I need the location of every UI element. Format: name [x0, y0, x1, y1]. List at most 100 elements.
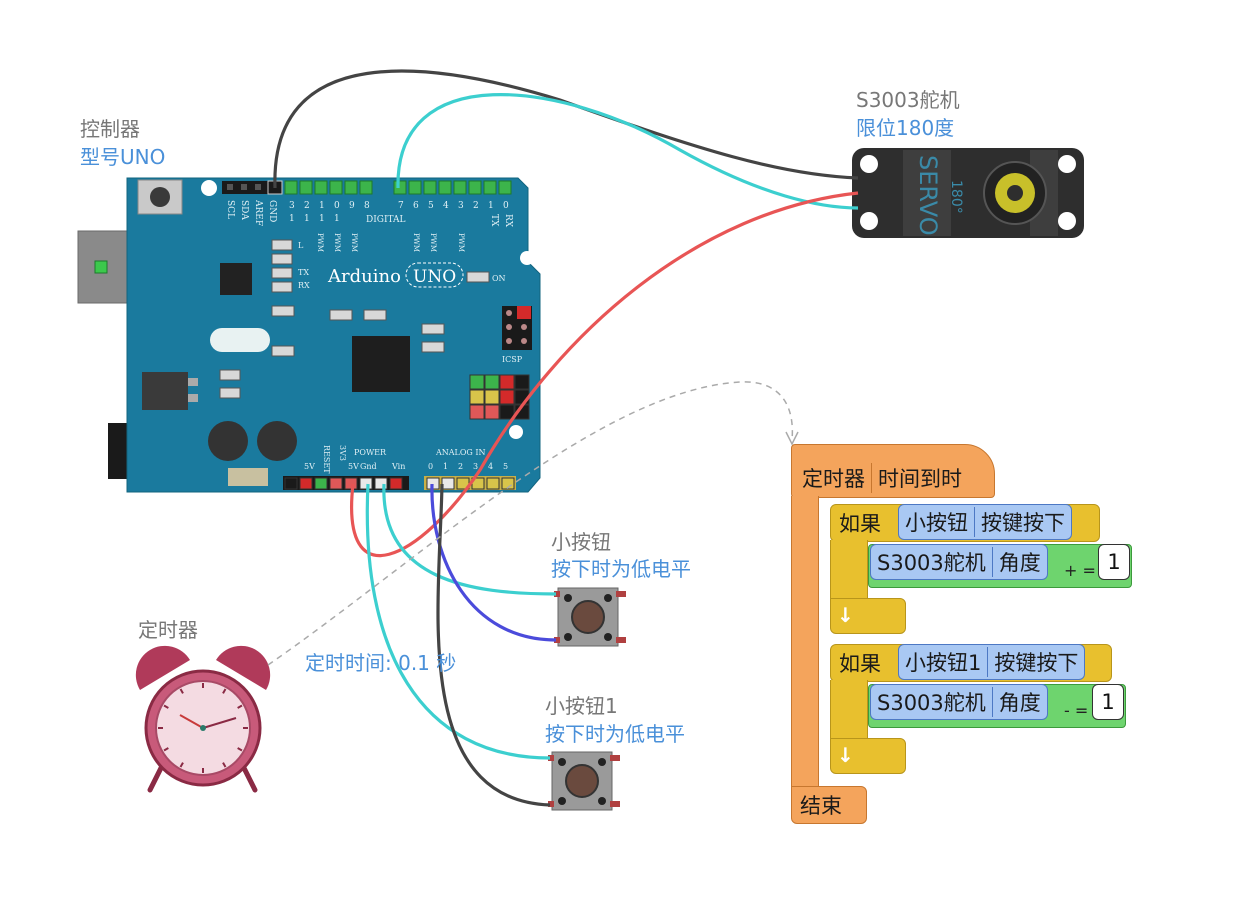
- digital-pin[interactable]: [329, 180, 343, 195]
- digital-pin[interactable]: [468, 180, 482, 195]
- digital-pin[interactable]: [299, 180, 313, 195]
- digital-pin[interactable]: [438, 180, 452, 195]
- assign-value-2[interactable]: 1: [1092, 684, 1124, 720]
- assign-target-2[interactable]: S3003舵机 角度: [870, 684, 1048, 720]
- pwm-label: PWM: [316, 233, 324, 252]
- digital-pin[interactable]: [344, 180, 358, 195]
- end-label: 结束: [800, 794, 842, 818]
- pin-number: 1: [488, 201, 494, 211]
- pin-label: TX: [489, 214, 499, 227]
- button2-desc: 按下时为低电平: [545, 722, 685, 746]
- assign-op-2: - =: [1064, 701, 1089, 720]
- power-pin-label: Vin: [391, 462, 405, 471]
- button1-desc: 按下时为低电平: [551, 557, 691, 581]
- digital-pin[interactable]: [483, 180, 497, 195]
- digital-pin[interactable]: [423, 180, 437, 195]
- pin-number: 8: [364, 201, 370, 211]
- servo-body-text: SERVO: [914, 155, 942, 236]
- pin-number: 3: [458, 201, 464, 211]
- digital-pin[interactable]: [359, 180, 373, 195]
- icsp-label: ICSP: [502, 355, 523, 364]
- condition-pill-2[interactable]: 小按钮1 按键按下: [898, 644, 1086, 680]
- controller-model: 型号UNO: [80, 145, 166, 169]
- assign-value-1[interactable]: 1: [1098, 544, 1130, 580]
- power-pin[interactable]: [344, 477, 358, 490]
- wire-cyan-button2[interactable]: [365, 483, 551, 760]
- pin-number: 6: [413, 201, 419, 211]
- assign-property-2: 角度: [991, 687, 1047, 717]
- power-pin-label: 5V: [348, 462, 359, 471]
- digital-label: DIGITAL: [366, 215, 406, 225]
- analog-pin[interactable]: [501, 477, 515, 490]
- digital-pin[interactable]: [314, 180, 328, 195]
- digital-pin[interactable]: [408, 180, 422, 195]
- assign-op-1: + =: [1064, 561, 1096, 580]
- board-brand: Arduino: [327, 266, 401, 287]
- wires: [273, 69, 859, 807]
- timer-title: 定时器: [138, 618, 198, 642]
- condition-state-1: 按键按下: [974, 507, 1071, 537]
- alarm-clock-icon[interactable]: [135, 645, 271, 793]
- if-end-2: ↓: [830, 738, 906, 774]
- event-source: 定时器: [802, 467, 865, 491]
- analog-pin[interactable]: [486, 477, 500, 490]
- servo-limit: 限位180度: [856, 116, 955, 140]
- button-1[interactable]: [554, 587, 626, 647]
- wire-black-button2[interactable]: [436, 483, 551, 807]
- power-pin[interactable]: [299, 477, 313, 490]
- down-arrow-icon: ↓: [837, 603, 854, 627]
- pin-number: 7: [398, 201, 404, 211]
- power-pin[interactable]: [374, 477, 388, 490]
- pin-number-tens: 1: [289, 214, 295, 224]
- wire-black-servo[interactable]: [273, 69, 859, 189]
- pin-label: SCL: [225, 200, 235, 219]
- analog-pin-label: 2: [458, 462, 463, 471]
- assign-target-1[interactable]: S3003舵机 角度: [870, 544, 1048, 580]
- if-body-1: [830, 540, 868, 600]
- board-model: UNO: [413, 267, 456, 287]
- if-body-2: [830, 680, 868, 740]
- condition-sensor-1: 小按钮: [905, 511, 968, 535]
- if-label-1: 如果: [839, 512, 881, 536]
- power-pin[interactable]: [389, 477, 403, 490]
- button-2[interactable]: [548, 751, 620, 811]
- event-trigger: 时间到时: [871, 463, 962, 493]
- pin-number: 4: [443, 201, 449, 211]
- event-body-spine: [791, 496, 819, 790]
- timer-event-block[interactable]: 定时器 时间到时: [791, 444, 995, 498]
- pin-number: 5: [428, 201, 434, 211]
- power-label: POWER: [354, 448, 387, 457]
- wire-cyan-button1[interactable]: [382, 483, 557, 596]
- pin-number: 1: [319, 201, 325, 211]
- power-pin[interactable]: [329, 477, 343, 490]
- timer-interval: 定时时间: 0.1 秒: [305, 651, 457, 675]
- digital-pin[interactable]: [284, 180, 298, 195]
- analog-pin-label: 4: [488, 462, 493, 471]
- wire-cyan-servo[interactable]: [396, 92, 859, 210]
- wire-blue-button1[interactable]: [430, 483, 557, 642]
- led-label: RX: [298, 281, 310, 290]
- servo-motor[interactable]: SERVO 180°: [852, 148, 1084, 238]
- pin-label: GND: [267, 200, 277, 222]
- power-pin[interactable]: [314, 477, 328, 490]
- assign-property-1: 角度: [991, 547, 1047, 577]
- timer-link-dashed: [267, 381, 794, 666]
- pin-number: 9: [349, 201, 355, 211]
- analog-pin-label: 5: [503, 462, 508, 471]
- end-block[interactable]: 结束: [791, 786, 867, 824]
- pwm-label: PWM: [429, 233, 437, 252]
- digital-pin[interactable]: [453, 180, 467, 195]
- digital-pin[interactable]: [498, 180, 512, 195]
- pin-number: 2: [473, 201, 479, 211]
- pwm-label: PWM: [350, 233, 358, 252]
- analog-pin[interactable]: [441, 477, 455, 490]
- controller-title: 控制器: [80, 117, 140, 141]
- digital-pin[interactable]: [393, 180, 407, 195]
- if-end-1: ↓: [830, 598, 906, 634]
- pwm-label: PWM: [412, 233, 420, 252]
- power-pin[interactable]: [284, 477, 298, 490]
- condition-pill-1[interactable]: 小按钮 按键按下: [898, 504, 1072, 540]
- power-pin[interactable]: [359, 477, 373, 490]
